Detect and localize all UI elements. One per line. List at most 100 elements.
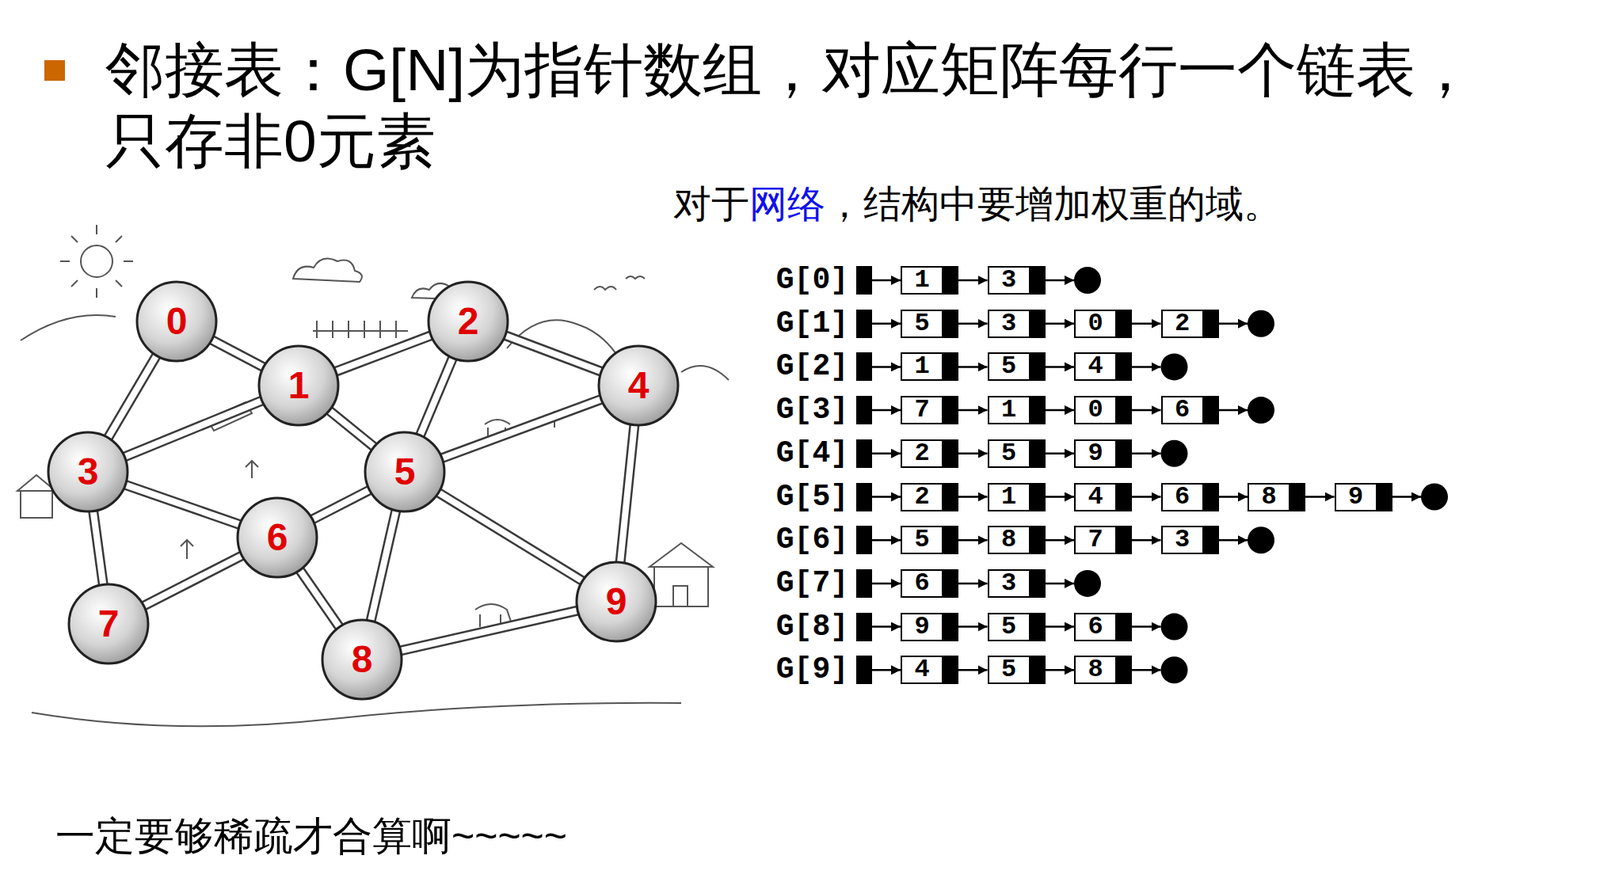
road-edge (370, 510, 397, 621)
pointer-arrow (1131, 539, 1162, 542)
vertex-number: 3 (77, 453, 100, 492)
cell-data: 4 (1074, 352, 1117, 381)
road-edge (438, 492, 583, 582)
vertex-number: 8 (351, 640, 374, 679)
cell-pointer (943, 439, 959, 469)
road-surface (107, 355, 157, 439)
cell-number: 5 (1001, 441, 1017, 467)
cell-pointer (1116, 352, 1132, 381)
cell-number: 3 (1174, 527, 1190, 553)
pointer-arrow (872, 669, 901, 672)
pointer-block (856, 525, 873, 555)
road-edge (419, 358, 453, 436)
list-cell: 6 (1161, 396, 1220, 425)
list-cell: 0 (1074, 396, 1132, 425)
list-cell: 8 (1247, 483, 1306, 512)
pointer-arrow (872, 625, 901, 629)
pointer-arrow (1045, 669, 1075, 672)
cell-number: 3 (1001, 571, 1017, 597)
list-cell: 7 (900, 396, 959, 425)
vertex-number: 5 (394, 453, 416, 492)
road-edge (144, 556, 243, 606)
road-edge (329, 411, 374, 448)
cell-data: 3 (987, 266, 1031, 295)
road-edge (300, 570, 340, 628)
cell-data: 6 (1161, 483, 1204, 512)
sketch (17, 224, 729, 727)
cell-pointer (1203, 483, 1220, 512)
head-pointer: G[0] (776, 266, 873, 295)
fence (312, 320, 408, 339)
vertex-number: 7 (98, 605, 120, 644)
cell-data: 9 (1074, 439, 1117, 469)
cell-number: 1 (914, 267, 930, 294)
cell-number: 1 (1001, 397, 1017, 423)
array-label: G[2] (776, 352, 849, 381)
cell-pointer (943, 483, 959, 512)
vertex-number: 6 (266, 518, 289, 557)
null-dot (1161, 613, 1189, 641)
vertex-circle: 9 (574, 560, 659, 644)
road-surface (329, 411, 374, 448)
null-arrow (1219, 539, 1249, 542)
road-surface (505, 335, 602, 373)
head-pointer: G[8] (776, 613, 873, 642)
list-cell: 2 (1161, 309, 1220, 339)
null-dot (1161, 440, 1189, 468)
list-cell: 1 (900, 352, 959, 381)
list-cell: 8 (987, 525, 1046, 555)
null-dot (1161, 656, 1189, 684)
null-arrow (1131, 453, 1162, 456)
road-surface (620, 425, 635, 564)
null-arrow (1131, 365, 1162, 369)
road (620, 425, 635, 564)
road-edge (125, 484, 240, 525)
house (649, 543, 713, 607)
road-surface (370, 510, 397, 621)
bullet (44, 60, 65, 81)
pointer-block (856, 352, 873, 381)
road (400, 610, 578, 652)
head-pointer: G[5] (776, 483, 873, 512)
cell-number: 1 (914, 354, 930, 380)
array-label: G[5] (776, 483, 849, 512)
cell-data: 2 (900, 483, 944, 512)
cell-number: 2 (914, 441, 930, 467)
pointer-block (856, 309, 873, 339)
list-cell: 5 (987, 613, 1046, 642)
cell-data: 0 (1074, 309, 1117, 339)
cell-pointer (1030, 655, 1046, 685)
cell-data: 1 (987, 396, 1031, 425)
cell-data: 7 (1074, 525, 1117, 555)
array-label: G[3] (776, 396, 849, 425)
head-pointer: G[7] (776, 569, 873, 599)
pointer-arrow (872, 365, 901, 369)
list-cell: 8 (1074, 655, 1132, 685)
cell-number: 4 (914, 657, 930, 683)
cell-number: 9 (1087, 441, 1103, 467)
cell-number: 5 (914, 311, 930, 337)
cell-data: 5 (900, 525, 944, 555)
list-cell: 0 (1074, 309, 1132, 339)
cell-data: 4 (1074, 483, 1117, 512)
cell-data: 3 (1161, 525, 1204, 555)
sun-rays (60, 224, 134, 298)
cell-pointer (1377, 483, 1393, 512)
pointer-block (856, 396, 873, 425)
vertex-circle: 4 (596, 343, 681, 428)
null-dot (1247, 526, 1275, 554)
pointer-arrow (1045, 625, 1075, 629)
cell-pointer (1203, 396, 1220, 425)
vertex-circle: 2 (426, 279, 511, 364)
vertex-circle: 1 (256, 343, 341, 428)
pointer-arrow (872, 495, 901, 499)
pointer-arrow (1045, 495, 1075, 499)
list-cell: 9 (1074, 439, 1132, 469)
road (419, 358, 453, 436)
cell-pointer (1030, 525, 1046, 555)
cell-number: 7 (914, 397, 930, 423)
cell-pointer (1203, 309, 1220, 339)
cell-data: 0 (1074, 396, 1117, 425)
list-cell: 1 (987, 396, 1046, 425)
cell-number: 8 (1087, 657, 1103, 683)
